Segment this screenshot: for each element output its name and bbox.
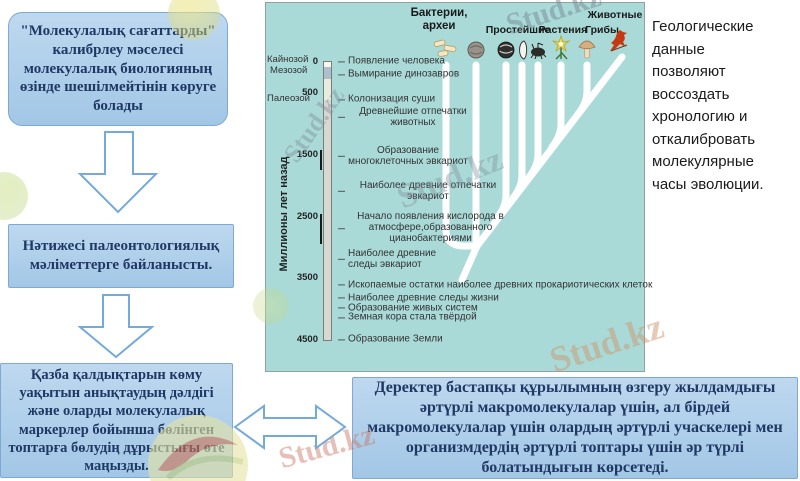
down-arrow-1-icon [77,131,159,214]
era-label: Палеозой [267,93,310,104]
plant-icon [551,34,571,60]
archaea-icon [467,41,485,59]
timeline-event: Появление человека [336,55,445,66]
phylogenetic-tree [442,53,626,284]
timeline-event: Образование многоклеточных эвкариот [336,144,468,167]
tree-plant-branch [548,61,565,151]
era-segment-cenozoic [324,62,331,67]
timeline-event: Наиболее древние отпечатки эвкариот [336,180,508,202]
timeline-event: Ископаемые остатки наиболее древних прок… [336,279,660,290]
side-note: Геологические данные позволяют воссоздат… [652,18,764,193]
group-label-animals: Животные [587,9,643,21]
group-label-fungi: Грибы [585,24,619,36]
timeline-event: Вымирание динозавров [336,68,459,79]
axis-tick-label: 3500 [296,272,318,284]
double-arrow-icon [233,404,347,450]
timeline-event: Древнейшие отпечатки животных [336,106,478,128]
protist-crescent-icon [519,40,528,60]
timeline-event: Земная кора стала твёрдой [336,312,660,323]
flow-box-2: Нәтижесі палеонтологиялық мәліметтерге б… [8,224,234,288]
flow-box-2-text: Нәтижесі палеонтологиялық мәліметтерге б… [22,238,220,273]
group-label-protists: Простейшие [485,24,551,36]
tree-trunk-animals-branch [458,53,626,284]
bar-interval-mark-1 [320,150,322,170]
axis-tick-label: 1500 [296,148,318,160]
timeline-event: Наиболее древние следы жизни [336,292,660,303]
bacteria-icon [433,39,457,57]
tree-bacteria-branch [442,61,481,250]
protist-sphere-icon [497,41,515,59]
tree-protist-branch-3 [525,61,542,181]
down-arrow-2-icon [77,294,155,359]
bar-interval-mark-2 [320,214,322,244]
group-label-plants: Растения [538,24,588,36]
tree-protist-branch-1 [493,61,510,222]
protist-bug-icon [530,42,547,59]
tree-protist-branch-2 [509,61,526,202]
timeline-event: Колонизация суши [336,94,435,105]
era-label: Кайнозой [267,54,309,65]
era-label: Мезозой [270,65,308,76]
axis-tick-label: 2500 [296,210,318,222]
group-label-bacteria-archaea: Бактерии, археи [410,7,468,32]
time-scale-bar [320,61,332,341]
tree-fungus-branch [574,61,591,118]
conclusion-box-text: Деректер бастапқы құрылымның өзгеру жылд… [367,379,783,476]
axis-tick-label: 500 [302,86,318,98]
flow-box-3: Қазба қалдықтарын көму уақытын анықтауды… [0,363,233,478]
axis-tick-label: 0 [312,56,318,67]
flow-box-1: "Молекулалық сағаттарды" калибрлеу мәсел… [8,12,228,126]
timeline-event: Образование Земли [336,334,660,345]
era-segment-mesozoic [324,67,331,79]
axis-tick-label: 4500 [296,334,318,346]
flow-box-1-text: "Молекулалық сағаттарды" калибрлеу мәсел… [19,23,217,115]
timeline-event: Наиболее древние следы эвкариот [336,248,463,270]
timeline-event: Начало появления кислорода в атмосфере,о… [336,211,513,245]
flow-box-3-text: Қазба қалдықтарын көму уақытын анықтауды… [8,367,225,474]
timeline-event: Образование живых систем [336,302,660,313]
watermark-logo-icon [0,172,28,220]
fungus-icon [578,40,596,59]
era-segment-paleozoic [324,79,331,100]
conclusion-box: Деректер бастапқы құрылымның өзгеру жылд… [352,377,798,479]
animal-icon [610,30,628,52]
